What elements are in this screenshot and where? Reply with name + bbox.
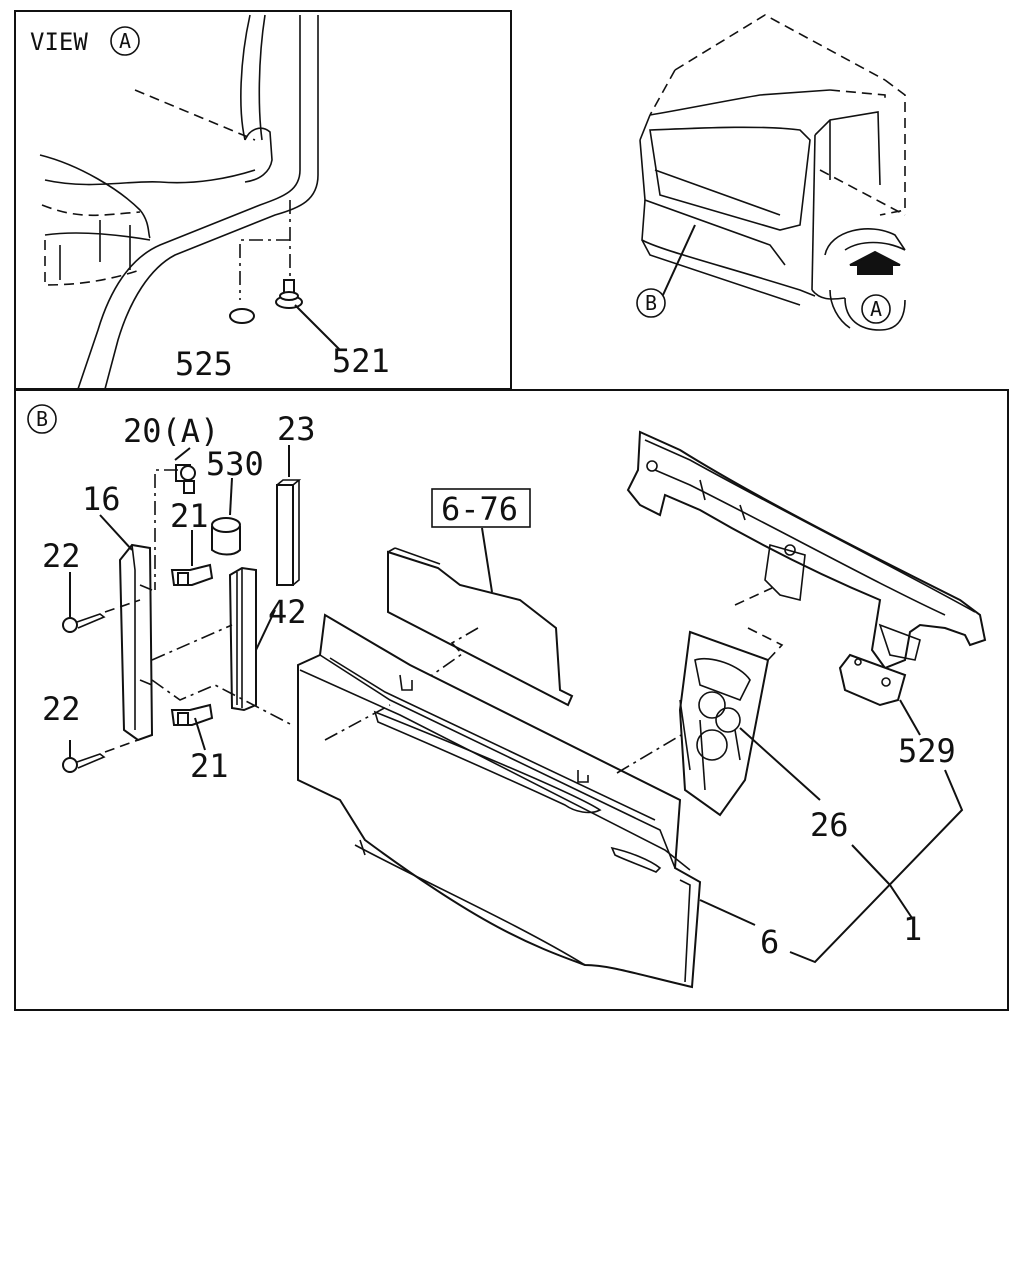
callout-1: 1	[903, 910, 922, 948]
callout-6-76-box	[431, 488, 531, 528]
callout-529: 529	[898, 732, 956, 770]
truck-marker-a-circle	[861, 294, 891, 324]
callout-22-top: 22	[42, 537, 81, 575]
part-cross-member	[626, 430, 987, 670]
truck-cab-overview: B A	[636, 14, 906, 331]
part-6-grille-panel	[297, 613, 702, 989]
section-b-panel: B	[14, 389, 1009, 1011]
part-6-chain-1	[324, 704, 391, 741]
view-a-title: VIEW	[30, 28, 88, 56]
part-42-seal	[228, 566, 257, 712]
callout-22-bottom: 22	[42, 690, 81, 728]
part-16-bracket	[118, 543, 154, 742]
part-20a-chain	[154, 469, 178, 590]
callout-521: 521	[332, 342, 390, 380]
part-22-bottom-line	[104, 739, 139, 753]
view-a-panel: VIEW A	[14, 10, 512, 390]
assembly-chain-1	[151, 624, 233, 661]
part-26-chain-1	[734, 587, 773, 606]
truck-marker-b-circle	[636, 288, 666, 318]
callout-6-76: 6-76	[441, 490, 518, 528]
section-b-frame	[14, 389, 1009, 1011]
part-6-76-chain	[424, 627, 479, 681]
view-direction-arrow-icon	[849, 250, 901, 275]
callout-525: 525	[175, 345, 233, 383]
part-20a-clip	[175, 464, 196, 494]
windshield	[649, 126, 811, 231]
part-21-clip-bottom	[170, 703, 214, 726]
view-a-frame	[14, 10, 512, 390]
section-b-marker: B	[36, 407, 48, 431]
callout-21-top: 21	[170, 497, 209, 535]
callout-21-bottom-leader	[194, 717, 206, 751]
truck-marker-b-leader	[662, 224, 696, 296]
callout-20a: 20(A)	[123, 412, 219, 450]
callout-6-leader	[699, 899, 756, 926]
section-b-marker-circle	[27, 404, 57, 434]
truck-marker-a: A	[870, 297, 882, 321]
part-530-cap	[211, 517, 241, 556]
part-22-top-line	[104, 599, 141, 613]
part-6-76-panel	[387, 547, 574, 707]
callout-21-bottom: 21	[190, 747, 229, 785]
part-521-clip	[275, 279, 303, 309]
callout-20a-leader	[174, 447, 191, 461]
part-26-chain-2	[747, 627, 784, 661]
callout-26-leader	[739, 727, 821, 801]
callout-16-leader	[99, 514, 133, 551]
callout-23: 23	[277, 410, 316, 448]
view-a-title-marker-circle	[110, 26, 140, 56]
callout-16: 16	[82, 480, 121, 518]
view-a-title-marker: A	[119, 29, 131, 53]
callout-529-leader	[899, 699, 921, 736]
part-525-leader-dash	[239, 239, 290, 300]
part-22-screw-bottom	[62, 753, 106, 773]
callout-42-leader	[255, 609, 276, 651]
callout-42: 42	[268, 593, 307, 631]
callout-530: 530	[206, 445, 264, 483]
callout-6-76-leader	[481, 527, 493, 593]
part-26-stay	[678, 630, 770, 817]
part-525-plug	[229, 308, 255, 324]
part-21-clip-top	[170, 563, 214, 586]
callout-530-leader	[229, 477, 233, 516]
callout-1-leader	[851, 844, 913, 919]
part-529-bracket	[838, 653, 907, 707]
cab-step-drawing	[39, 14, 319, 390]
callout-26: 26	[810, 806, 849, 844]
part-23-strip	[276, 479, 302, 586]
truck-marker-b: B	[645, 291, 657, 315]
callout-6: 6	[760, 923, 779, 961]
callout-521-leader	[294, 304, 341, 351]
callout-1-group-bracket	[789, 769, 964, 964]
assembly-chain-2	[151, 679, 293, 726]
